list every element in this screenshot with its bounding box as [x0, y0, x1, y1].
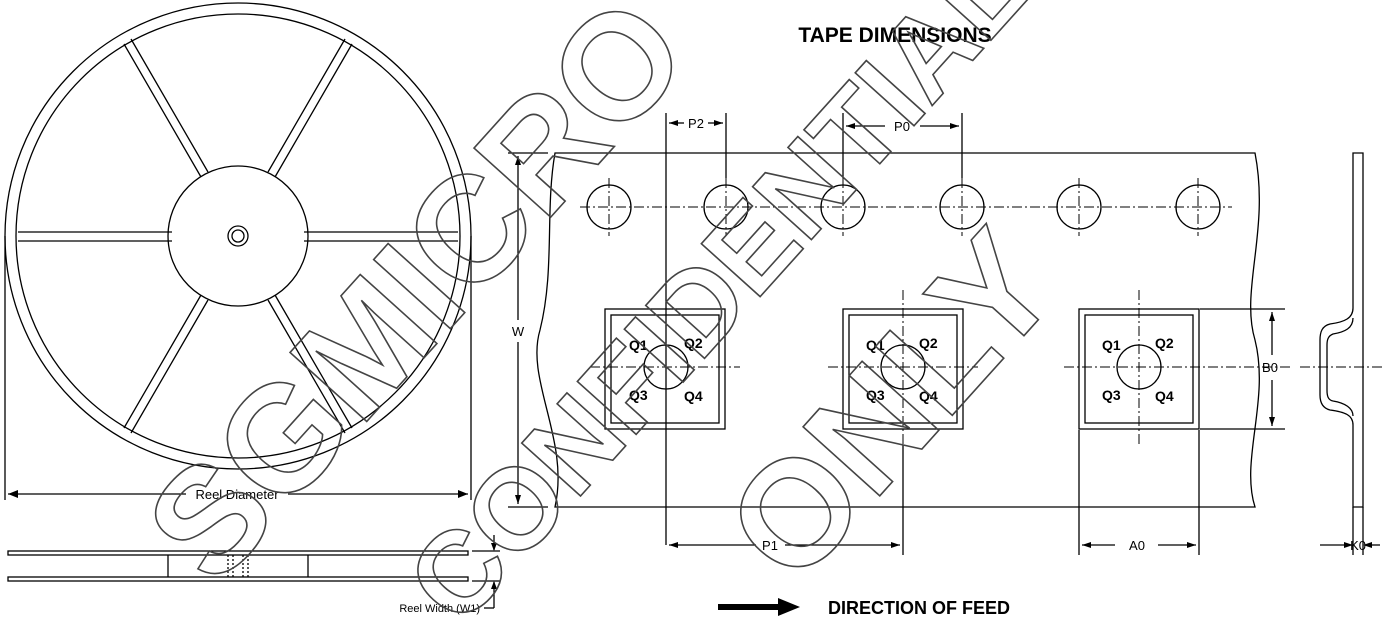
dim-p1-label: P1: [762, 538, 778, 553]
dim-w-label: W: [512, 324, 525, 339]
pocket-2-q3: Q3: [866, 387, 885, 403]
dim-k0-label: K0: [1350, 538, 1366, 553]
watermark: SGMICRO CONFIDENTIAL ONLY: [113, 0, 1089, 625]
feed-arrow-icon: [718, 598, 800, 616]
pocket-3-q1: Q1: [1102, 337, 1121, 353]
reel-front-view: [4, 2, 472, 500]
pocket-1-q3: Q3: [629, 387, 648, 403]
reel-width-label: Reel Width (W1): [399, 603, 480, 615]
pocket-2-q4: Q4: [919, 388, 938, 404]
carrier-tape: [508, 113, 1290, 555]
pocket-2-q2: Q2: [919, 335, 938, 351]
pocket-3-q4: Q4: [1155, 388, 1174, 404]
sprocket-holes: [580, 178, 1232, 236]
pocket-1-q2: Q2: [684, 335, 703, 351]
pocket-1-q4: Q4: [684, 388, 703, 404]
page-title: TAPE DIMENSIONS: [798, 24, 991, 47]
dim-p0-label: P0: [894, 119, 910, 134]
dim-a0-label: A0: [1129, 538, 1145, 553]
reel-diameter-label: Reel Diameter: [195, 487, 279, 502]
feed-direction-label: DIRECTION OF FEED: [828, 598, 1010, 618]
dim-b0-label: B0: [1262, 360, 1278, 375]
reel-side-view: [7, 535, 500, 609]
pocket-1-q1: Q1: [629, 337, 648, 353]
reel-spokes: [18, 38, 458, 434]
reel-hub: [167, 165, 309, 307]
reel-inner-rim: [15, 13, 461, 459]
reel-spindle-hole: [227, 225, 249, 247]
pocket-3-q3: Q3: [1102, 387, 1121, 403]
pocket-2-q1: Q1: [866, 337, 885, 353]
dim-p2-label: P2: [688, 116, 704, 131]
pocket-3-q2: Q2: [1155, 335, 1174, 351]
tape-side-view: [1300, 152, 1385, 555]
